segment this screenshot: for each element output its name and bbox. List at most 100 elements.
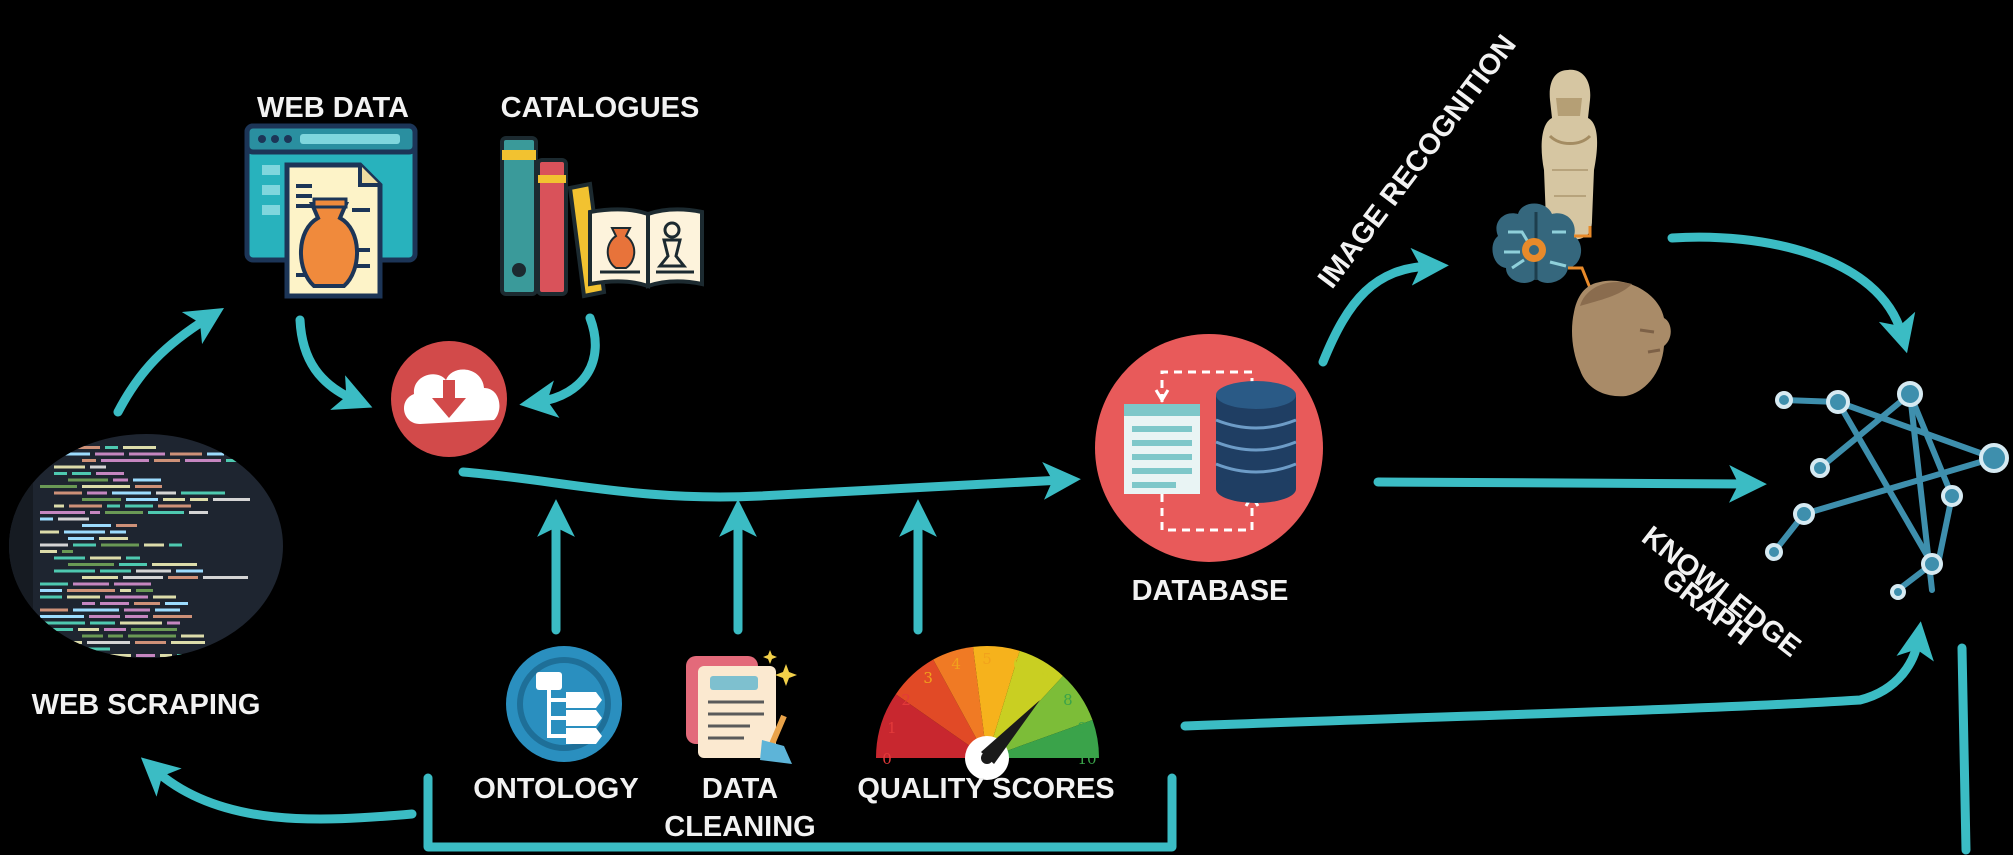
- code-line-segment: [167, 621, 180, 625]
- arrow-recognition-to-knowledge-graph: [1667, 232, 1916, 354]
- data-cleaning-icon: [686, 650, 797, 764]
- code-line-segment: [73, 446, 100, 449]
- code-line-segment: [86, 654, 131, 657]
- code-line-segment: [40, 615, 84, 618]
- code-line-segment: [105, 595, 148, 599]
- code-line-segment: [203, 576, 248, 579]
- code-line-segment: [156, 491, 176, 495]
- code-line-segment: [54, 446, 68, 449]
- label-data-cleaning-line2: CLEANING: [664, 811, 815, 843]
- code-line-segment: [153, 595, 176, 599]
- label-web-data: WEB DATA: [257, 92, 409, 124]
- label-catalogues: CATALOGUES: [501, 92, 700, 124]
- arrow-catalogues-to-download: [519, 313, 600, 418]
- gauge-tick-7: 7: [1041, 669, 1051, 687]
- gauge-tick-0: 0: [882, 750, 892, 768]
- code-line-segment: [90, 511, 100, 514]
- code-line-segment: [54, 504, 64, 508]
- code-line-segment: [136, 589, 153, 592]
- code-line-segment: [114, 582, 151, 586]
- code-line-segment: [153, 615, 192, 618]
- code-line-segment: [113, 478, 128, 482]
- code-line-segment: [135, 485, 162, 488]
- code-line-segment: [87, 641, 130, 644]
- gauge-tick-6: 6: [1013, 655, 1023, 673]
- code-line-segment: [96, 472, 124, 475]
- code-line-segment: [90, 556, 121, 560]
- code-line-segment: [82, 661, 113, 664]
- catalogues-icon: [500, 136, 704, 299]
- code-line-segment: [67, 595, 100, 599]
- code-line-segment: [40, 628, 73, 631]
- arrow-bottom-to-knowledge-graph: [1180, 621, 1934, 731]
- code-line-segment: [116, 524, 137, 527]
- code-line-segment: [169, 543, 182, 547]
- code-line-segment: [99, 537, 128, 540]
- code-line-segment: [54, 465, 85, 469]
- code-line-segment: [123, 446, 156, 449]
- code-line-segment: [87, 491, 107, 495]
- code-line-segment: [40, 550, 57, 553]
- code-line-segment: [73, 608, 119, 612]
- code-line-segment: [110, 530, 126, 534]
- knowledge-graph-icon: [1765, 381, 2009, 600]
- code-line-segment: [134, 602, 160, 605]
- code-line-segment: [72, 472, 91, 475]
- code-line-segment: [108, 634, 123, 638]
- code-line-segment: [124, 608, 150, 612]
- code-line-segment: [119, 563, 147, 566]
- code-line-segment: [82, 459, 96, 462]
- gauge-tick-1: 1: [887, 719, 897, 737]
- code-line-segment: [163, 498, 185, 501]
- code-line-segment: [54, 472, 67, 475]
- code-line-segment: [151, 661, 180, 664]
- code-line-segment: [70, 647, 110, 651]
- code-line-segment: [152, 563, 197, 566]
- code-line-segment: [40, 485, 77, 488]
- code-line-segment: [148, 511, 184, 514]
- web-data-icon: [244, 123, 418, 299]
- arrow-bottom-bracket: [423, 773, 1177, 852]
- code-line-segment: [100, 602, 129, 605]
- code-line-segment: [82, 602, 95, 605]
- code-line-segment: [73, 582, 109, 586]
- code-line-segment: [69, 504, 102, 508]
- code-line-segment: [68, 537, 94, 540]
- code-line-segment: [90, 621, 115, 625]
- code-line-segment: [207, 452, 224, 456]
- code-line-segment: [154, 459, 180, 462]
- download-cloud-icon: [391, 341, 507, 457]
- code-line-segment: [185, 459, 221, 462]
- code-line-segment: [40, 621, 85, 625]
- code-line-segment: [40, 647, 65, 651]
- code-line-segment: [54, 452, 90, 456]
- code-line-segment: [136, 569, 171, 573]
- code-line-segment: [40, 595, 62, 599]
- code-line-segment: [158, 504, 191, 508]
- code-line-segment: [171, 641, 205, 644]
- code-line-segment: [189, 511, 208, 514]
- code-line-segment: [170, 452, 202, 456]
- code-line-segment: [40, 608, 68, 612]
- code-line-segment: [104, 628, 126, 631]
- code-line-segment: [155, 608, 180, 612]
- code-line-segment: [54, 654, 81, 657]
- code-line-segment: [40, 582, 68, 586]
- code-line-segment: [40, 517, 53, 521]
- code-line-segment: [82, 634, 103, 638]
- code-line-segment: [181, 634, 204, 638]
- code-line-segment: [181, 491, 225, 495]
- code-line-segment: [112, 491, 151, 495]
- code-line-segment: [176, 569, 203, 573]
- code-line-segment: [160, 654, 172, 657]
- code-line-segment: [131, 628, 177, 631]
- arrow-database-to-image-recognition: [1318, 247, 1449, 367]
- code-line-segment: [133, 478, 161, 482]
- code-line-segment: [54, 491, 82, 495]
- code-line-segment: [68, 563, 114, 566]
- label-web-scraping: WEB SCRAPING: [32, 689, 261, 721]
- code-line-segment: [82, 485, 130, 488]
